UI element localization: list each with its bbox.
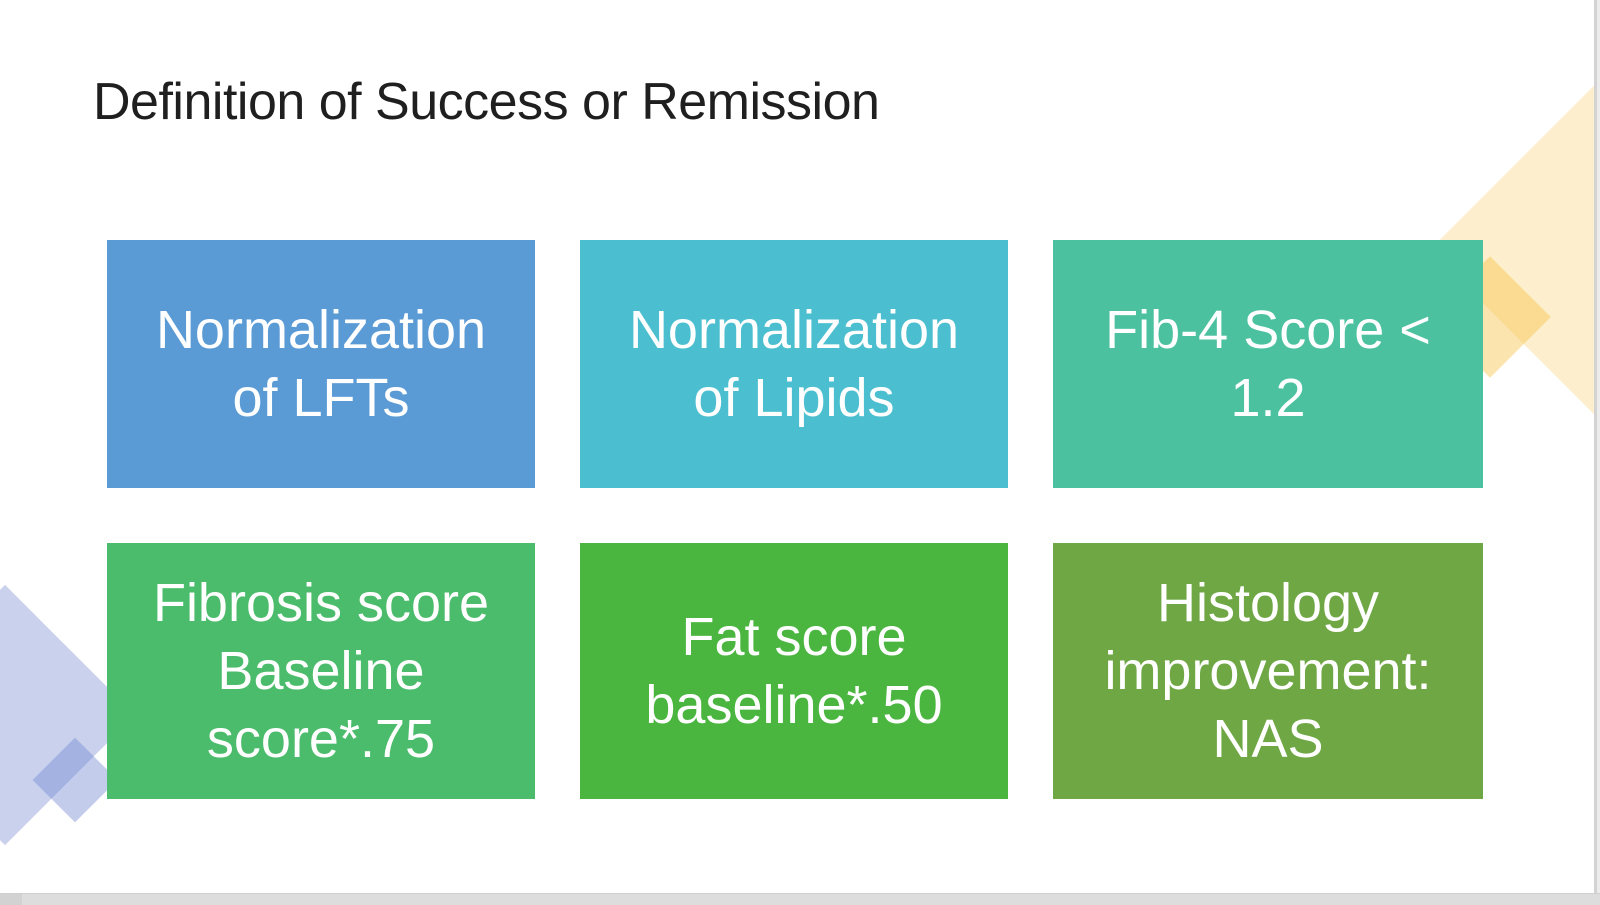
box-fib4-score: Fib-4 Score < 1.2 [1053, 240, 1483, 488]
box-label: Normalization of Lipids [628, 300, 960, 428]
box-fat-score: Fat score baseline*.50 [580, 543, 1008, 799]
app-bottom-strip-left-segment [0, 894, 22, 905]
box-label: Fib-4 Score < 1.2 [1105, 300, 1431, 428]
app-bottom-strip [0, 893, 1600, 905]
slide-right-edge [1594, 0, 1597, 893]
box-normalization-of-lfts: Normalization of LFTs [107, 240, 535, 488]
box-label: Fibrosis score Baseline score*.75 [152, 573, 490, 769]
box-label: Fat score baseline*.50 [645, 607, 943, 735]
box-histology-improvement: Histology improvement: NAS [1053, 543, 1483, 799]
box-label: Histology improvement: NAS [1104, 573, 1432, 769]
box-label: Normalization of LFTs [155, 300, 487, 428]
box-normalization-of-lipids: Normalization of Lipids [580, 240, 1008, 488]
slide-title: Definition of Success or Remission [93, 73, 880, 131]
box-fibrosis-score: Fibrosis score Baseline score*.75 [107, 543, 535, 799]
